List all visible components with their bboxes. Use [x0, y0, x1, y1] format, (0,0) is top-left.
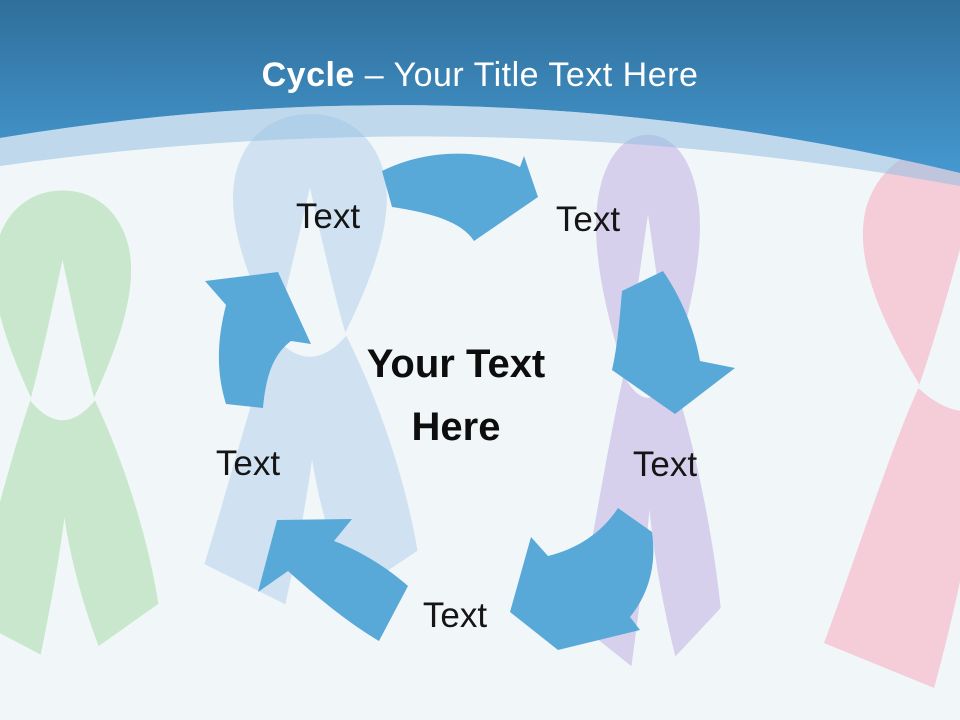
cycle-node-label-top-left[interactable]: Text — [295, 197, 361, 236]
title-rest: – Your Title Text Here — [364, 56, 699, 94]
header-band-shape — [0, 0, 960, 173]
cycle-arrow-bottom-left-icon — [258, 519, 408, 641]
cycle-node-label-right[interactable]: Text — [632, 445, 698, 484]
cycle-arrow-left-icon — [205, 272, 311, 408]
cycle-arrow-bottom-right-icon — [510, 508, 654, 650]
cycle-node-label-bottom[interactable]: Text — [422, 596, 488, 635]
cycle-node-label-left[interactable]: Text — [215, 444, 281, 483]
cycle-node-label-top-right[interactable]: Text — [555, 200, 621, 239]
slide-title[interactable]: Cycle – Your Title Text Here — [0, 56, 960, 95]
cycle-arrow-top-icon — [382, 153, 538, 241]
center-placeholder-text[interactable]: Your Text Here — [366, 342, 546, 449]
title-keyword: Cycle — [261, 56, 355, 94]
header-band-soft-edge — [0, 105, 960, 186]
cycle-arrows — [205, 153, 735, 650]
cycle-arrow-right-icon — [612, 271, 735, 414]
